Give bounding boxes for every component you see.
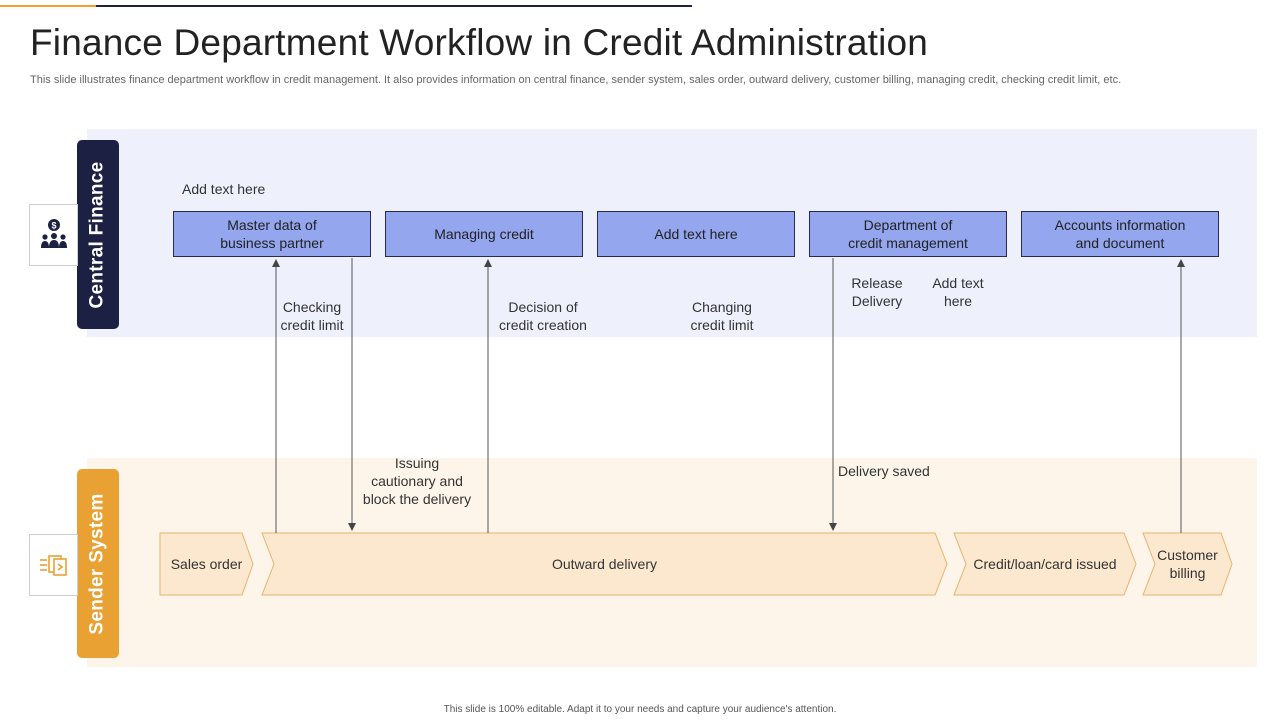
step-sales-order: Sales order — [170, 556, 243, 572]
label-delivery-saved: Delivery saved — [838, 463, 930, 479]
box-managing-credit: Managing credit — [385, 211, 583, 257]
label-decision-credit-creation: Decision of credit creation — [499, 299, 587, 333]
box-master-data: Master data of business partner — [173, 211, 371, 257]
box-credit-management-department-label: Department of credit management — [848, 217, 968, 251]
step-outward-delivery: Outward delivery — [551, 556, 658, 572]
step-customer-billing: Customer billing — [1157, 547, 1218, 581]
box-add-text: Add text here — [597, 211, 795, 257]
chevron-outward-delivery — [261, 532, 948, 596]
label-issuing-cautionary: Issuing cautionary and block the deliver… — [362, 455, 472, 507]
lane-label-central-finance: Central Finance — [77, 140, 119, 329]
footer-note: This slide is 100% editable. Adapt it to… — [443, 704, 837, 715]
label-release-delivery: Release Delivery — [851, 275, 903, 309]
finance-team-icon: $ — [29, 204, 78, 266]
label-add-text-here: Add text here — [932, 275, 984, 309]
label-checking-credit-limit: Checking credit limit — [280, 299, 344, 333]
box-master-data-label: Master data of business partner — [220, 217, 324, 251]
top-accent-orange — [0, 5, 96, 7]
box-managing-credit-label: Managing credit — [434, 226, 534, 242]
chevron-customer-billing — [1142, 532, 1233, 596]
sender-system-icon — [29, 534, 78, 596]
box-add-text-label: Add text here — [654, 226, 738, 242]
box-accounts-information-label: Accounts information and document — [1054, 217, 1186, 251]
add-text-note: Add text here — [182, 181, 266, 197]
lane-label-sender-system: Sender System — [77, 469, 119, 658]
label-changing-credit-limit: Changing credit limit — [690, 299, 754, 333]
box-credit-management-department: Department of credit management — [809, 211, 1007, 257]
page-subtitle: This slide illustrates finance departmen… — [30, 74, 1122, 86]
chevron-credit-issued — [953, 532, 1137, 596]
step-credit-issued: Credit/loan/card issued — [973, 556, 1117, 572]
chevron-sales-order — [159, 532, 254, 596]
page-title: Finance Department Workflow in Credit Ad… — [30, 22, 929, 63]
box-accounts-information: Accounts information and document — [1021, 211, 1219, 257]
svg-text:$: $ — [51, 221, 56, 231]
top-accent-dark — [96, 5, 692, 7]
